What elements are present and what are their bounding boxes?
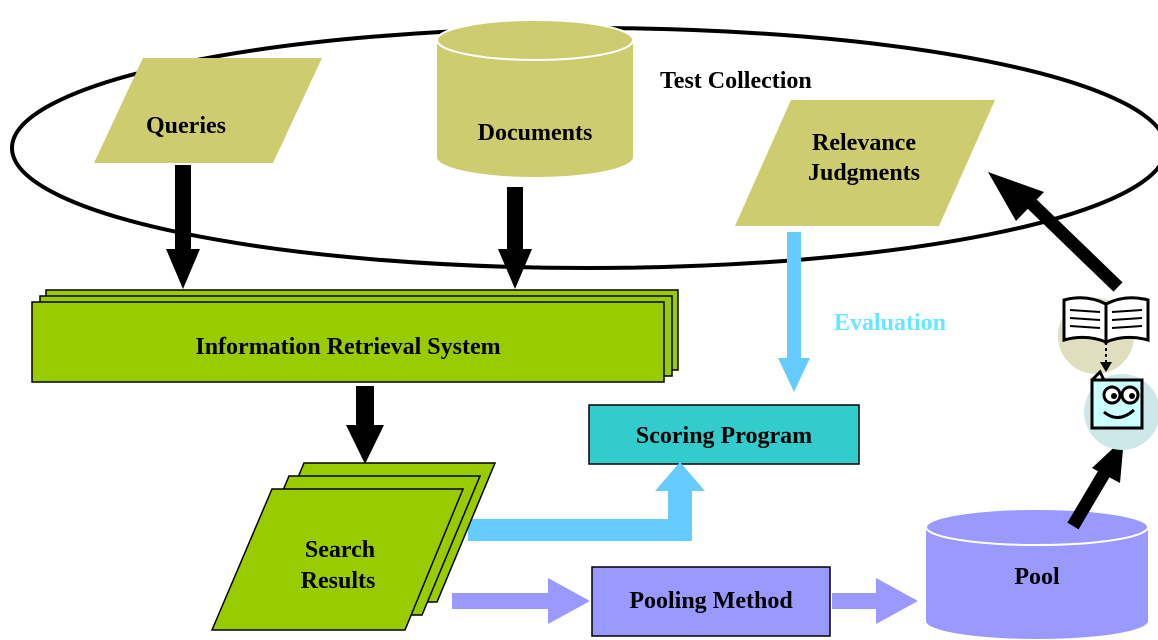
- evaluation-label: Evaluation: [834, 310, 946, 336]
- arrow-queries-to-irs: [166, 165, 200, 289]
- relevance-judgments-node: Relevance Judgments: [735, 100, 995, 226]
- documents-node: Documents: [436, 19, 634, 177]
- documents-label: Documents: [478, 120, 593, 146]
- arrow-documents-to-irs: [498, 187, 532, 289]
- search-label-line1: Search: [305, 537, 375, 563]
- pooling-label: Pooling Method: [629, 588, 793, 614]
- search-results-node: Search Results: [210, 462, 497, 631]
- arrow-search-to-pooling: [452, 578, 590, 624]
- relevance-label-line1: Relevance: [812, 130, 916, 156]
- scoring-label: Scoring Program: [636, 423, 812, 449]
- relevance-label-line2: Judgments: [808, 160, 920, 186]
- queries-node: Queries: [94, 58, 322, 163]
- arrow-pooling-to-pool: [832, 578, 918, 624]
- pool-node: Pool: [925, 508, 1149, 639]
- reader-person-icon: [1084, 369, 1158, 450]
- irs-label: Information Retrieval System: [195, 334, 500, 360]
- search-label-line2: Results: [301, 568, 376, 594]
- irs-node: Information Retrieval System: [31, 289, 679, 383]
- arrow-search-to-scoring: [468, 462, 705, 541]
- arrow-reader-to-relevance: [988, 172, 1123, 292]
- scoring-program-node: Scoring Program: [588, 404, 860, 465]
- arrow-irs-to-search-results: [346, 386, 384, 464]
- pool-label: Pool: [1014, 564, 1060, 590]
- open-book-icon: [1058, 296, 1150, 374]
- pooling-method-node: Pooling Method: [591, 566, 831, 637]
- queries-label: Queries: [146, 113, 226, 139]
- arrow-evaluation: [778, 232, 810, 392]
- test-collection-label: Test Collection: [660, 68, 812, 94]
